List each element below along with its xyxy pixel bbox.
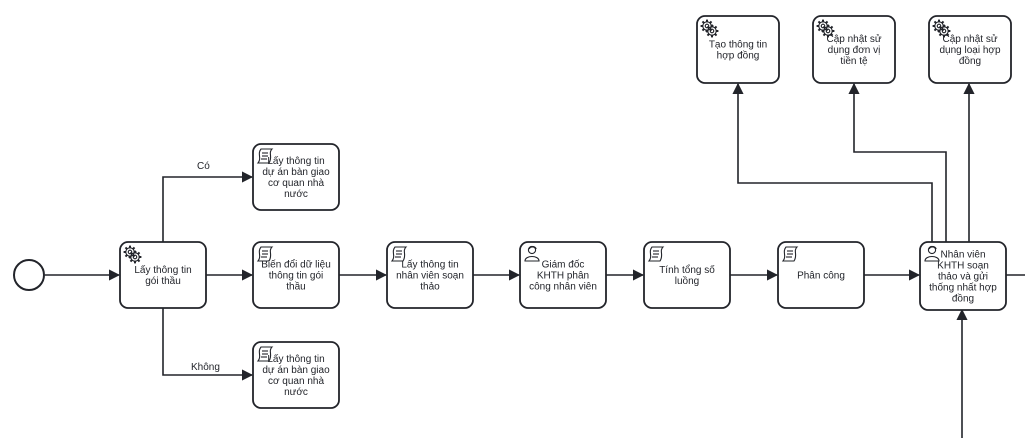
task-box[interactable] (643, 241, 731, 309)
gear-icon (123, 245, 142, 264)
task-label-line: Lấy thông tin (401, 259, 458, 271)
task-label-line: KHTH phân (537, 271, 589, 282)
task-label-line: thầu (286, 281, 305, 293)
task-label-line: nhân viên soạn (396, 271, 464, 282)
task-label-line: gói thầu (145, 275, 181, 287)
task-box[interactable] (696, 15, 780, 84)
flow-to-tao-hd (732, 82, 933, 242)
task-label-line: thông tin gói (269, 271, 324, 282)
script-icon (256, 148, 274, 164)
task-label-line: Tạo thông tin (709, 40, 767, 51)
task-box[interactable] (928, 15, 1012, 84)
task-label-line: Lấy thông tin (267, 155, 324, 167)
sequence-flows (45, 82, 1025, 438)
script-icon (256, 346, 274, 362)
user-icon (524, 245, 540, 262)
task-label-line: dụng loại hợp (939, 45, 1000, 56)
task-label-line: dự án bàn giao (262, 365, 330, 376)
task-label-line: Phân công (797, 271, 845, 282)
task-label-line: cơ quan nhà (268, 376, 324, 387)
task-box[interactable] (386, 241, 474, 309)
gear-icon (816, 19, 835, 38)
task-label-line: thống nhất hợp (929, 282, 997, 294)
script-icon (781, 246, 799, 262)
task-label-line: Giám đốc (542, 259, 585, 271)
task-label-line: đồng (952, 293, 974, 305)
task-box[interactable] (519, 241, 607, 309)
gear-icon (932, 19, 951, 38)
task-label-line: hợp đồng (717, 50, 760, 62)
task-box[interactable] (119, 241, 207, 309)
task-box[interactable] (919, 241, 1007, 311)
task-label-line: KHTH soạn (937, 261, 989, 272)
flow-to-cap-nhat-tien-te (848, 82, 947, 242)
task-label-line: Biến đổi dữ liệu (261, 259, 331, 271)
task-label-line: thảo (420, 282, 440, 293)
task-label-line: thảo và gửi (938, 271, 988, 283)
task-label-line: dự án bàn giao (262, 167, 330, 178)
task-label-line: luồng (675, 275, 699, 287)
task-label-line: Lấy thông tin (267, 353, 324, 365)
task-label-line: Lấy thông tin (134, 264, 191, 276)
task-box[interactable] (252, 143, 340, 211)
user-icon (924, 245, 940, 262)
task-box[interactable] (777, 241, 865, 309)
task-label-line: cơ quan nhà (268, 178, 324, 189)
task-label-line: đồng (959, 55, 981, 67)
script-icon (256, 246, 274, 262)
script-icon (647, 246, 665, 262)
task-label-line: công nhân viên (529, 282, 597, 293)
task-box[interactable] (812, 15, 896, 84)
task-label-line: Nhân viên (940, 250, 985, 261)
script-icon (390, 246, 408, 262)
flow-to-khong-task (162, 308, 254, 381)
task-t-phan-cong[interactable]: Phân công (777, 241, 865, 309)
flow-label-no: Không (191, 362, 220, 373)
gear-icon (700, 19, 719, 38)
task-label-line: tiền tệ (840, 55, 868, 67)
task-box[interactable] (252, 241, 340, 309)
task-label-line: dụng đơn vị (828, 45, 881, 56)
task-label-line: nước (284, 189, 308, 200)
flow-to-co-task (162, 171, 254, 242)
start-event[interactable] (13, 259, 45, 291)
task-label-line: Cập nhật sử (826, 33, 881, 45)
task-label-line: Tính tổng số (659, 264, 715, 276)
task-box[interactable] (252, 341, 340, 409)
task-label-line: nước (284, 387, 308, 398)
task-label-line: Cập nhật sử (942, 33, 997, 45)
flow-label-yes: Có (197, 161, 210, 172)
